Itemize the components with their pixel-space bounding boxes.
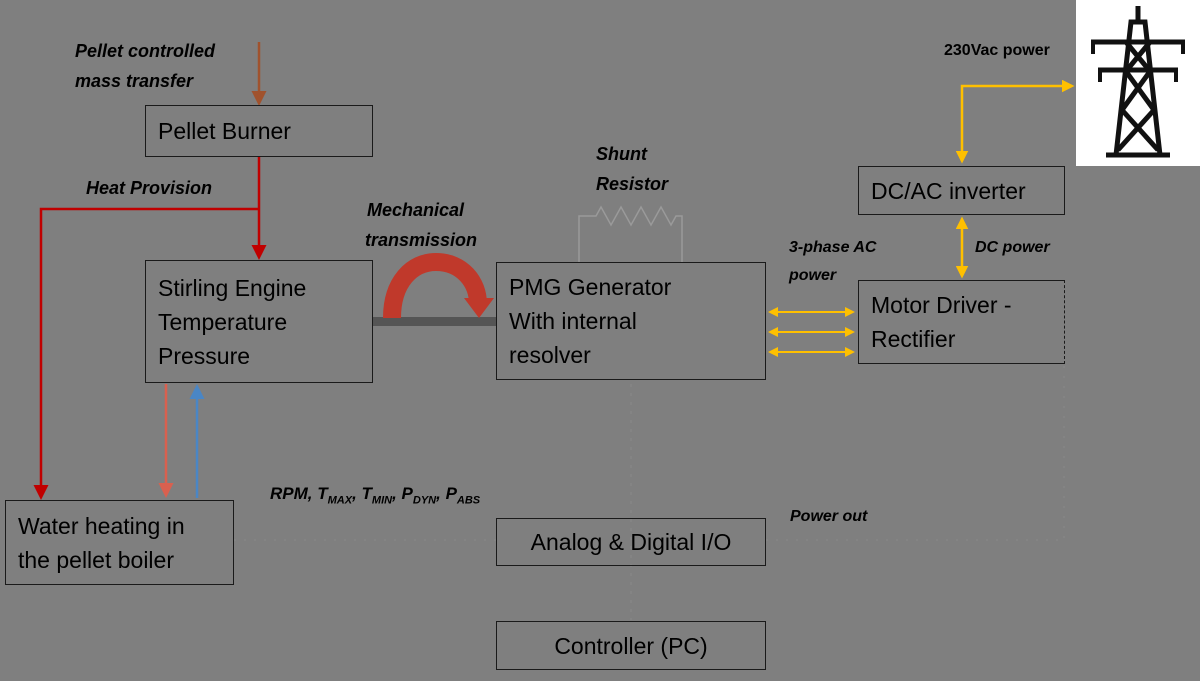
pellet-mass-transfer-line-2: mass transfer [75, 71, 194, 91]
pmg-generator-line-3: resolver [509, 342, 591, 368]
pellet-mass-transfer-label: Pellet controlled mass transfer [75, 36, 215, 96]
three-phase-ac-label: 3-phase AC power [789, 234, 876, 290]
pellet-burner-box: Pellet Burner [145, 105, 373, 157]
signal-p-dyn: PDYN [401, 484, 437, 507]
mechanical-transmission-label: Mechanical transmission [365, 195, 477, 255]
mechanical-transmission-line-1: Mechanical [367, 200, 465, 220]
grid-connection-arrow [955, 79, 1075, 164]
mechanical-transmission-line-2: transmission [365, 230, 478, 250]
water-heating-line-1: Water heating in [18, 512, 185, 539]
pmg-generator-line-1: PMG Generator [509, 274, 672, 300]
controller-box: Controller (PC) [496, 621, 766, 670]
curved-rotation-arrow-icon [383, 252, 494, 319]
dc-ac-inverter-label: DC/AC inverter [871, 177, 1026, 204]
pmg-generator-line-2: With internal [509, 308, 637, 334]
motor-driver-box: Motor Driver - Rectifier [858, 280, 1065, 364]
controller-label: Controller (PC) [554, 632, 708, 659]
mechanical-shaft [372, 317, 496, 326]
stirling-engine-line-1: Stirling Engine [158, 274, 307, 301]
signal-t-max: TMAX [317, 484, 353, 507]
stirling-engine-box: Stirling Engine Temperature Pressure [145, 260, 373, 383]
resistor-zigzag-icon [578, 205, 683, 262]
shunt-resistor-line-2: Resistor [596, 174, 669, 194]
dc-power-label: DC power [975, 239, 1050, 256]
signal-t-min: TMIN [361, 484, 393, 507]
motor-driver-line-1: Motor Driver - [871, 292, 1012, 318]
three-phase-ac-line-1: 3-phase AC [789, 239, 877, 256]
stirling-engine-line-2: Temperature [158, 308, 288, 335]
power-out-label: Power out [790, 508, 868, 525]
signal-p-abs: PABS [445, 484, 481, 507]
pmg-generator-box: PMG Generator With internal resolver [496, 262, 766, 380]
power-pylon-icon [1091, 6, 1185, 158]
three-phase-ac-line-2: power [789, 267, 837, 284]
heat-provision-label: Heat Provision [86, 178, 213, 198]
stirling-engine-line-3: Pressure [158, 342, 251, 369]
dc-ac-inverter-box: DC/AC inverter [858, 166, 1065, 215]
water-heating-line-2: the pellet boiler [18, 546, 174, 573]
pellet-mass-transfer-line-1: Pellet controlled [75, 41, 216, 61]
motor-driver-line-2: Rectifier [871, 326, 956, 352]
analog-digital-io-label: Analog & Digital I/O [530, 529, 732, 555]
pellet-burner-label: Pellet Burner [158, 118, 291, 144]
grid-power-label: 230Vac power [944, 42, 1050, 59]
water-heating-box: Water heating in the pellet boiler [5, 500, 234, 585]
sensor-signals-label: RPM, TMAX, TMIN, PDYN, PABS [270, 484, 481, 507]
analog-digital-io-box: Analog & Digital I/O [496, 518, 766, 566]
heat-branch-arrow [33, 207, 259, 500]
shunt-resistor-line-1: Shunt [596, 144, 647, 164]
power-grid-panel [1076, 0, 1200, 166]
shunt-resistor-label: Shunt Resistor [596, 139, 668, 199]
signal-rpm: RPM, [270, 484, 318, 503]
